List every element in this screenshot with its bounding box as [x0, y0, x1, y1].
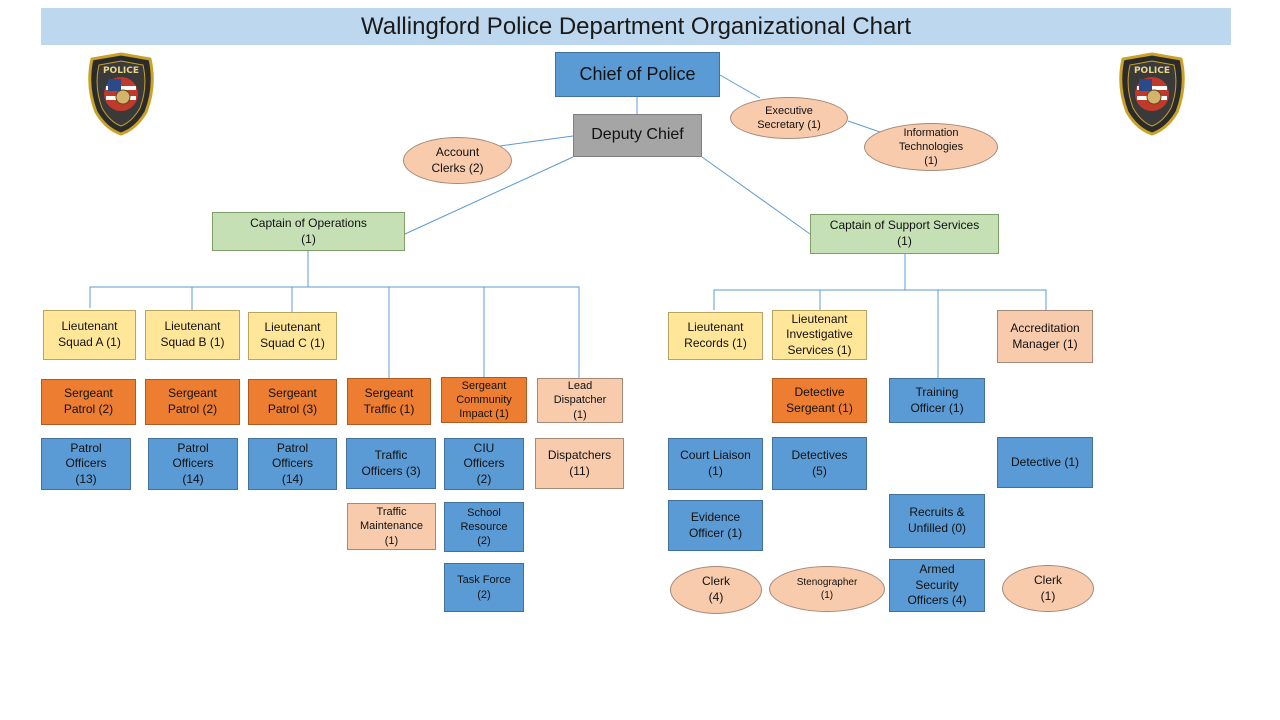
node-sergeant-traffic: Sergeant Traffic (1)	[347, 378, 431, 425]
node-task-force: Task Force (2)	[444, 563, 524, 612]
connector	[713, 289, 1047, 310]
node-account-clerks: Account Clerks (2)	[403, 137, 512, 184]
node-recruits-unfilled: Recruits & Unfilled (0)	[889, 494, 985, 548]
node-school-resource: School Resource (2)	[444, 502, 524, 552]
svg-text:POLICE: POLICE	[103, 66, 139, 76]
node-lieutenant-squad-b: Lieutenant Squad B (1)	[145, 310, 240, 360]
node-detectives: Detectives (5)	[772, 437, 867, 490]
node-clerk-1: Clerk (1)	[1002, 565, 1094, 612]
chart-title: Wallingford Police Department Organizati…	[360, 12, 912, 40]
node-executive-secretary: Executive Secretary (1)	[730, 97, 848, 139]
node-stenographer: Stenographer (1)	[769, 566, 885, 612]
node-sergeant-patrol-3: Sergeant Patrol (3)	[248, 379, 337, 425]
node-armed-security-officers: Armed Security Officers (4)	[889, 559, 985, 612]
node-traffic-maintenance: Traffic Maintenance (1)	[347, 503, 436, 550]
connector	[847, 120, 881, 133]
node-deputy-chief: Deputy Chief	[573, 114, 702, 157]
node-lead-dispatcher: Lead Dispatcher (1)	[537, 378, 623, 423]
node-traffic-officers: Traffic Officers (3)	[346, 438, 436, 489]
node-captain-of-operations: Captain of Operations (1)	[212, 212, 405, 251]
node-detective-1: Detective (1)	[997, 437, 1093, 488]
node-lieutenant-squad-c: Lieutenant Squad C (1)	[248, 312, 337, 360]
node-detective-sergeant: Detective Sergeant (1)	[772, 378, 867, 423]
node-sergeant-community-impact: Sergeant Community Impact (1)	[441, 377, 527, 423]
connector	[404, 156, 574, 235]
connector	[89, 286, 580, 378]
node-training-officer: Training Officer (1)	[889, 378, 985, 423]
node-sergeant-patrol-2-b: Sergeant Patrol (2)	[145, 379, 240, 425]
police-badge-left-icon: POLICE	[88, 52, 154, 136]
node-chief-of-police: Chief of Police	[555, 52, 720, 97]
node-dispatchers: Dispatchers (11)	[535, 438, 624, 489]
svg-text:POLICE: POLICE	[1134, 66, 1170, 76]
node-patrol-officers-13: Patrol Officers (13)	[41, 438, 131, 490]
node-evidence-officer: Evidence Officer (1)	[668, 500, 763, 551]
chart-title-bar: Wallingford Police Department Organizati…	[41, 8, 1231, 45]
node-clerk-4: Clerk (4)	[670, 566, 762, 614]
node-captain-of-support-services: Captain of Support Services (1)	[810, 214, 999, 254]
node-lieutenant-squad-a: Lieutenant Squad A (1)	[43, 310, 136, 360]
node-sergeant-patrol-2-a: Sergeant Patrol (2)	[41, 379, 136, 425]
node-ciu-officers: CIU Officers (2)	[444, 438, 524, 490]
node-court-liaison: Court Liaison (1)	[668, 438, 763, 490]
connector	[701, 156, 811, 235]
node-accreditation-manager: Accreditation Manager (1)	[997, 310, 1093, 363]
node-patrol-officers-14-b: Patrol Officers (14)	[248, 438, 337, 490]
node-patrol-officers-14-a: Patrol Officers (14)	[148, 438, 238, 490]
connector	[719, 74, 761, 99]
police-badge-right-icon: POLICE	[1119, 52, 1185, 136]
node-information-technologies: Information Technologies (1)	[864, 123, 998, 171]
node-lieutenant-investigative-services: Lieutenant Investigative Services (1)	[772, 310, 867, 360]
node-lieutenant-records: Lieutenant Records (1)	[668, 312, 763, 360]
connector	[499, 135, 574, 147]
